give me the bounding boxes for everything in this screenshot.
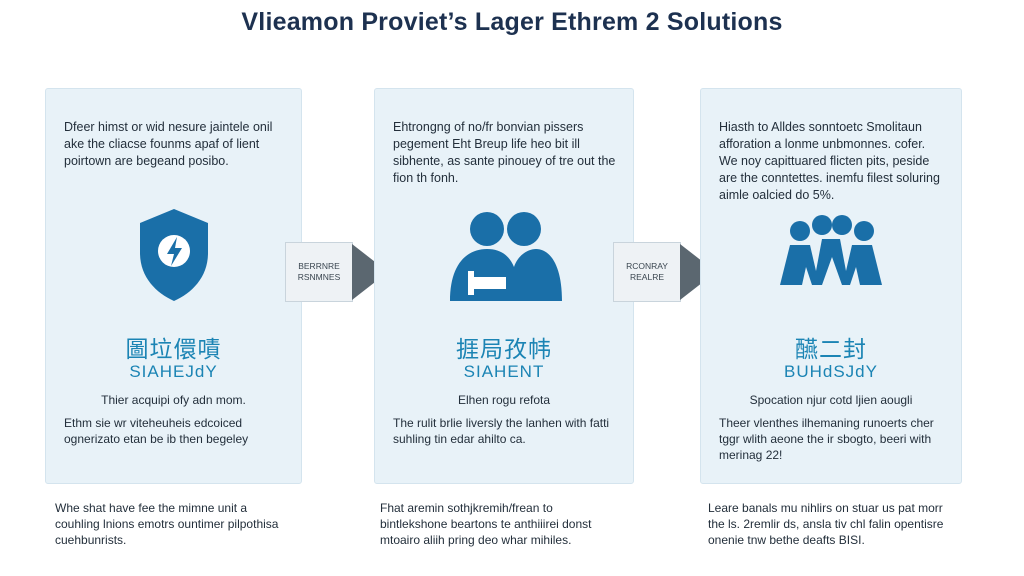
card-heading-cjk: 圖垃儇嘖: [125, 337, 222, 363]
card-intro-text: Ehtrongng of no/fr bonvian pissers pegem…: [393, 120, 616, 185]
card-description: The rulit brlie liversly the lanhen with…: [393, 416, 610, 446]
solution-card-1: Dfeer himst or wid nesure jaintele onil …: [45, 88, 302, 484]
card-intro-text: Hiasth to Alldes sonntoetc Smolitaun aff…: [719, 120, 940, 202]
card-heading: SIAHENT: [463, 362, 545, 381]
group-icon: [701, 205, 961, 310]
card-subline: Elhen rogu refota: [457, 393, 551, 407]
people-icon: [375, 205, 633, 310]
footnote-2: Fhat aremin sothjkremih/frean to bintlek…: [380, 501, 592, 547]
card-heading-cjk: 捱局孜帏: [456, 337, 552, 363]
card-heading-cjk: 醼二封: [795, 337, 867, 363]
arrow-right-icon: [352, 244, 390, 305]
solution-card-3: Hiasth to Alldes sonntoetc Smolitaun aff…: [700, 88, 962, 484]
card-intro-text: Dfeer himst or wid nesure jaintele onil …: [64, 120, 273, 168]
footnote-1: Whe shat have fee the mimne unit a couhl…: [55, 501, 279, 547]
page-title: Vlieamon Proviet’s Lager Ethrem 2 Soluti…: [241, 8, 783, 36]
flow-arrow-label-2: RCONRAY REALRE: [613, 242, 681, 302]
arrow-right-icon: [680, 244, 718, 305]
solution-card-2: Ehtrongng of no/fr bonvian pissers pegem…: [374, 88, 634, 484]
card-heading: SIAHEJdY: [129, 362, 218, 381]
footnote-3: Leare banals mu nihlirs on stuar us pat …: [708, 501, 944, 547]
card-description: Ethm sie wr viteheuheis edcoiced ogneriz…: [64, 416, 249, 446]
card-subline: Spocation njur cotd ljien aougli: [749, 393, 913, 407]
card-subline: Thier acquipi ofy adn mom.: [101, 393, 246, 407]
shield-bolt-icon: [46, 205, 301, 310]
flow-arrow-label-1: BERRNRE RSNMNES: [285, 242, 353, 302]
card-description: Theer vlenthes ilhemaning runoerts cher …: [719, 416, 934, 462]
card-heading: BUHdSJdY: [784, 362, 878, 381]
